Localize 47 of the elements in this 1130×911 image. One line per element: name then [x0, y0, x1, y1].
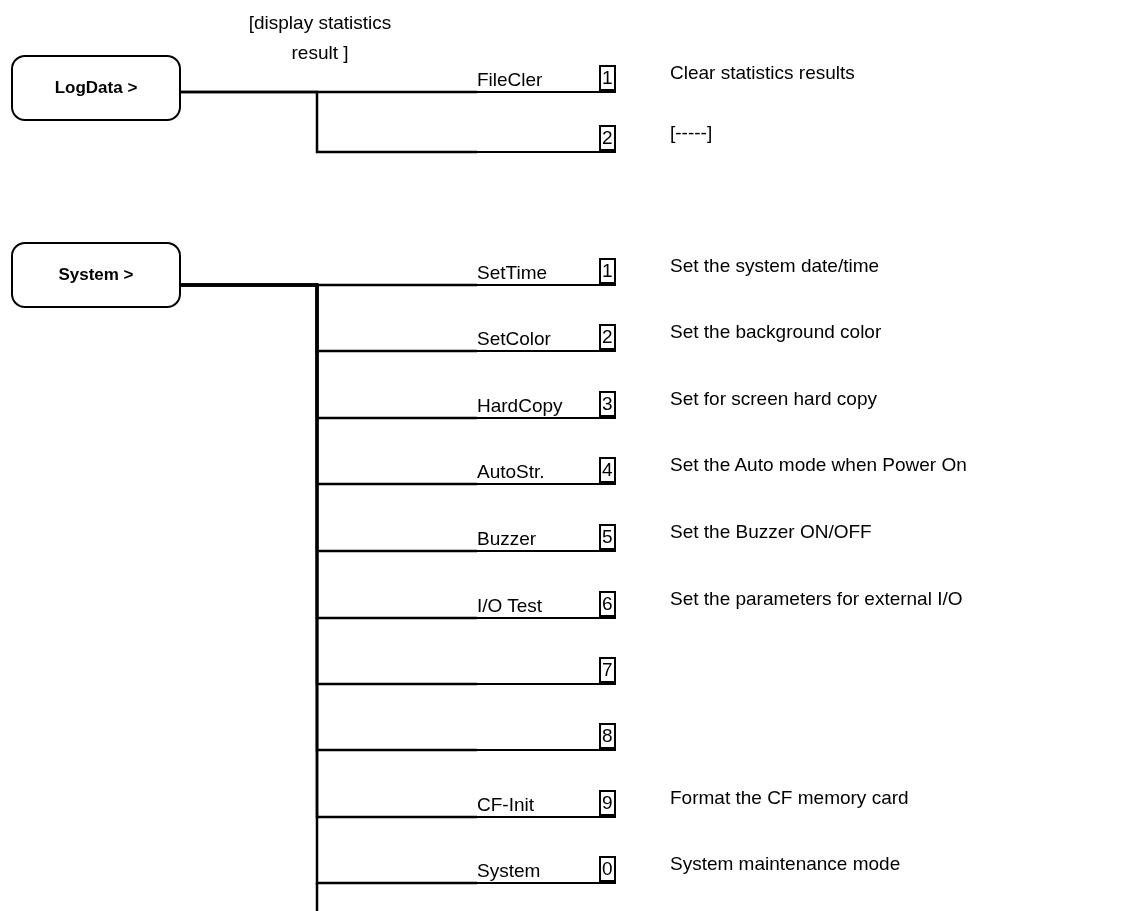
- item-description: Set for screen hard copy: [670, 388, 877, 410]
- menu-item: [477, 592, 616, 619]
- item-description: Set the system date/time: [670, 255, 880, 277]
- item-description: Set the Auto mode when Power On: [670, 454, 967, 476]
- connector-line: [181, 90, 477, 154]
- menu-item: [477, 392, 616, 419]
- item-name: AutoStr.: [477, 461, 546, 483]
- item-number: 1: [599, 258, 616, 284]
- menu-item: [477, 126, 616, 153]
- item-description: [-----]: [670, 122, 713, 144]
- menu-item: [477, 658, 616, 685]
- annotation-text: [display statistics result ]: [247, 11, 393, 65]
- item-name: SetColor: [477, 328, 552, 350]
- item-name: Buzzer: [477, 528, 538, 550]
- item-name: System: [477, 860, 542, 882]
- item-name: SetTime: [477, 262, 549, 284]
- menu-box: LogData >: [11, 55, 181, 121]
- menu-item: [477, 259, 616, 286]
- item-number: 4: [599, 457, 616, 483]
- item-number: 5: [599, 524, 616, 550]
- menu-item: [477, 724, 616, 751]
- item-description: System maintenance mode: [670, 853, 901, 875]
- menu-item: [477, 325, 616, 352]
- menu-item: [477, 525, 616, 552]
- item-name: HardCopy: [477, 395, 564, 417]
- item-name: I/O Test: [477, 595, 544, 617]
- item-number: 6: [599, 591, 616, 617]
- item-name: FileCler: [477, 69, 544, 91]
- item-number: 8: [599, 723, 616, 749]
- menu-item: [477, 791, 616, 818]
- item-number: 1: [599, 65, 616, 91]
- menu-box: System >: [11, 242, 181, 308]
- item-description: Clear statistics results: [670, 62, 855, 84]
- item-number: 7: [599, 657, 616, 683]
- item-number: 0: [599, 856, 616, 882]
- item-description: Format the CF memory card: [670, 787, 909, 809]
- item-description: Set the background color: [670, 321, 882, 343]
- item-description: Set the parameters for external I/O: [670, 588, 963, 610]
- menu-item: [477, 857, 616, 884]
- item-number: 2: [599, 125, 616, 151]
- item-name: CF-Init: [477, 794, 535, 816]
- item-number: 2: [599, 324, 616, 350]
- menu-item: [477, 458, 616, 485]
- menu-item: [477, 66, 616, 93]
- item-number: 3: [599, 391, 616, 417]
- item-description: Set the Buzzer ON/OFF: [670, 521, 872, 543]
- item-number: 9: [599, 790, 616, 816]
